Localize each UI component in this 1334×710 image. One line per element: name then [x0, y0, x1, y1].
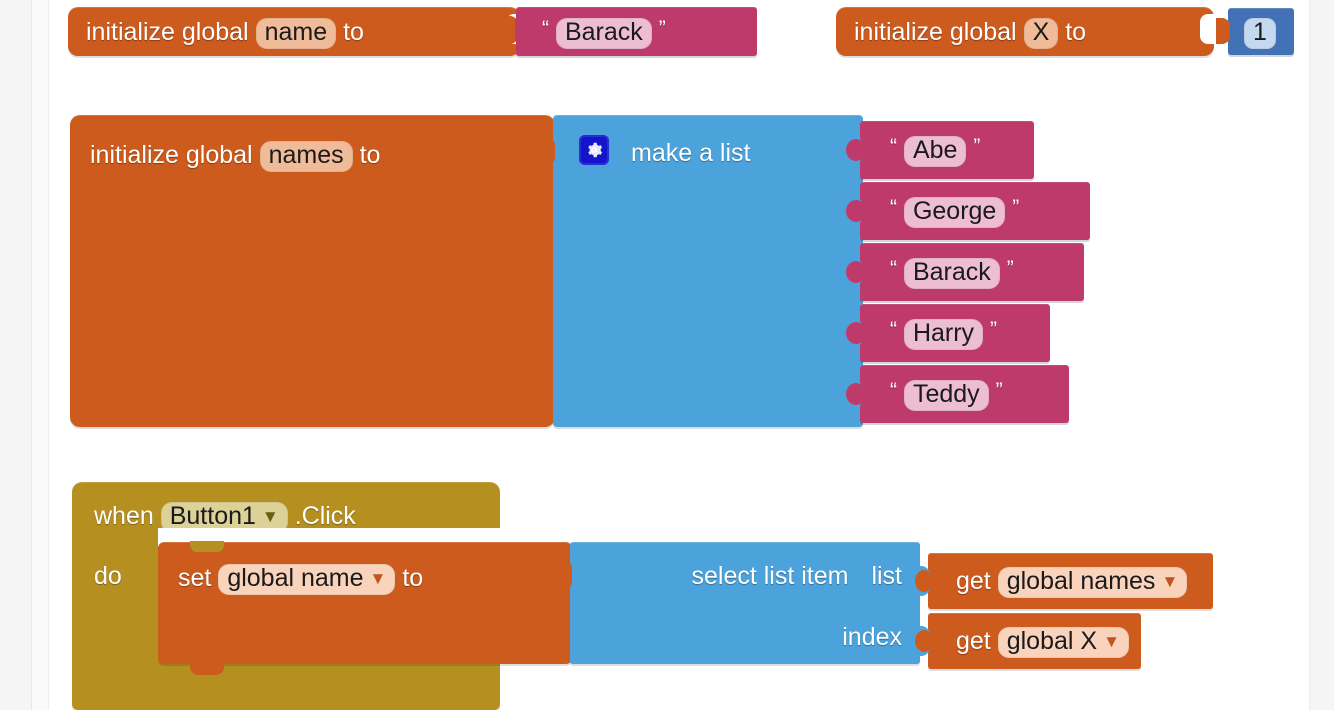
event-name-label: .Click	[294, 502, 356, 531]
statement-notch-top	[190, 541, 224, 552]
plug-knob	[846, 200, 866, 222]
select-list-item-label: select list item	[691, 562, 849, 590]
plug-knob	[846, 322, 866, 344]
text-value-field[interactable]: Barack	[555, 18, 652, 49]
get-label: get	[956, 627, 991, 656]
close-quote-icon: ”	[1006, 257, 1014, 280]
plug-knob	[846, 383, 866, 405]
open-quote-icon: “	[890, 318, 897, 341]
open-quote-icon: “	[542, 17, 549, 40]
chevron-down-icon: ▼	[369, 569, 387, 588]
open-quote-icon: “	[890, 257, 897, 280]
variable-name-field[interactable]: name	[255, 18, 337, 49]
set-label: set	[178, 564, 212, 593]
block-text-list-item[interactable]: “ Barack ”	[838, 243, 1084, 301]
set-target-label: global name	[227, 564, 364, 592]
block-select-list-item[interactable]: select list item list index	[557, 542, 920, 664]
block-set-global-name[interactable]: set global name ▼ to	[158, 541, 572, 675]
chevron-down-icon: ▼	[1161, 572, 1179, 591]
plug-knob	[846, 261, 866, 283]
chevron-down-icon: ▼	[1103, 632, 1120, 651]
open-quote-icon: “	[890, 135, 897, 158]
block-text-barack[interactable]: “ Barack ”	[504, 7, 757, 56]
text-value-field[interactable]: George	[903, 197, 1006, 228]
open-quote-icon: “	[890, 196, 897, 219]
plug-knob	[515, 19, 531, 41]
plug-tab	[557, 560, 572, 590]
get-variable-dropdown[interactable]: global X ▼	[997, 627, 1129, 658]
plug-knob	[915, 570, 933, 592]
get-label: get	[956, 567, 991, 596]
to-label: to	[343, 18, 364, 47]
component-name-label: Button1	[169, 502, 256, 530]
init-keyword-label: initialize global	[86, 18, 249, 47]
variable-name-field[interactable]: names	[259, 141, 353, 172]
number-value-field[interactable]: 1	[1244, 18, 1276, 49]
variable-name-field[interactable]: X	[1023, 18, 1059, 49]
text-value-field[interactable]: Harry	[903, 319, 984, 350]
block-text-list-item[interactable]: “ Abe ”	[838, 121, 1034, 179]
plug-tab	[504, 16, 518, 44]
plug-knob	[846, 139, 866, 161]
init-keyword-label: initialize global	[854, 18, 1017, 47]
block-text-list-item[interactable]: “ Harry ”	[838, 304, 1050, 362]
get-variable-label: global X	[1006, 627, 1098, 655]
block-make-a-list[interactable]: make a list	[541, 115, 863, 427]
workspace-right-gutter	[1309, 0, 1334, 710]
set-target-dropdown[interactable]: global name ▼	[218, 564, 396, 595]
block-get-global-x[interactable]: get global X ▼	[908, 613, 1141, 669]
close-quote-icon: ”	[995, 379, 1003, 402]
to-label: to	[1065, 18, 1087, 47]
chevron-down-icon: ▼	[261, 507, 279, 526]
gear-icon[interactable]	[579, 135, 609, 165]
close-quote-icon: ”	[658, 17, 666, 40]
arg-index-label: index	[842, 623, 902, 651]
value-socket	[1200, 14, 1214, 44]
component-dropdown[interactable]: Button1 ▼	[160, 502, 288, 533]
block-text-list-item[interactable]: “ Teddy ”	[838, 365, 1069, 423]
when-label: when	[94, 502, 154, 531]
close-quote-icon: ”	[973, 135, 981, 158]
get-variable-dropdown[interactable]: global names ▼	[997, 567, 1188, 598]
plug-knob	[915, 630, 933, 652]
get-variable-label: global names	[1006, 567, 1156, 595]
block-get-global-names[interactable]: get global names ▼	[908, 553, 1213, 609]
block-initialize-global-names[interactable]: initialize global names to	[70, 115, 555, 427]
to-label: to	[402, 564, 424, 593]
text-value-field[interactable]: Abe	[903, 136, 967, 167]
text-value-field[interactable]: Teddy	[903, 380, 989, 411]
close-quote-icon: ”	[990, 318, 998, 341]
to-label: to	[359, 141, 381, 170]
close-quote-icon: ”	[1012, 196, 1020, 219]
init-keyword-label: initialize global	[90, 141, 253, 170]
plug-tab	[1216, 18, 1230, 44]
block-text-list-item[interactable]: “ George ”	[838, 182, 1090, 240]
block-number-1[interactable]: 1	[1216, 8, 1294, 55]
make-a-list-label: make a list	[631, 139, 751, 167]
arg-list-label: list	[871, 562, 902, 590]
block-initialize-global-x[interactable]: initialize global X to	[836, 7, 1214, 56]
workspace-left-gutter-inner	[32, 0, 49, 710]
do-label: do	[94, 562, 122, 590]
open-quote-icon: “	[890, 379, 897, 402]
plug-tab	[541, 137, 555, 165]
text-value-field[interactable]: Barack	[903, 258, 1000, 289]
block-initialize-global-name[interactable]: initialize global name to	[68, 7, 520, 56]
workspace-left-gutter	[0, 0, 32, 710]
statement-notch-bottom	[190, 663, 224, 675]
